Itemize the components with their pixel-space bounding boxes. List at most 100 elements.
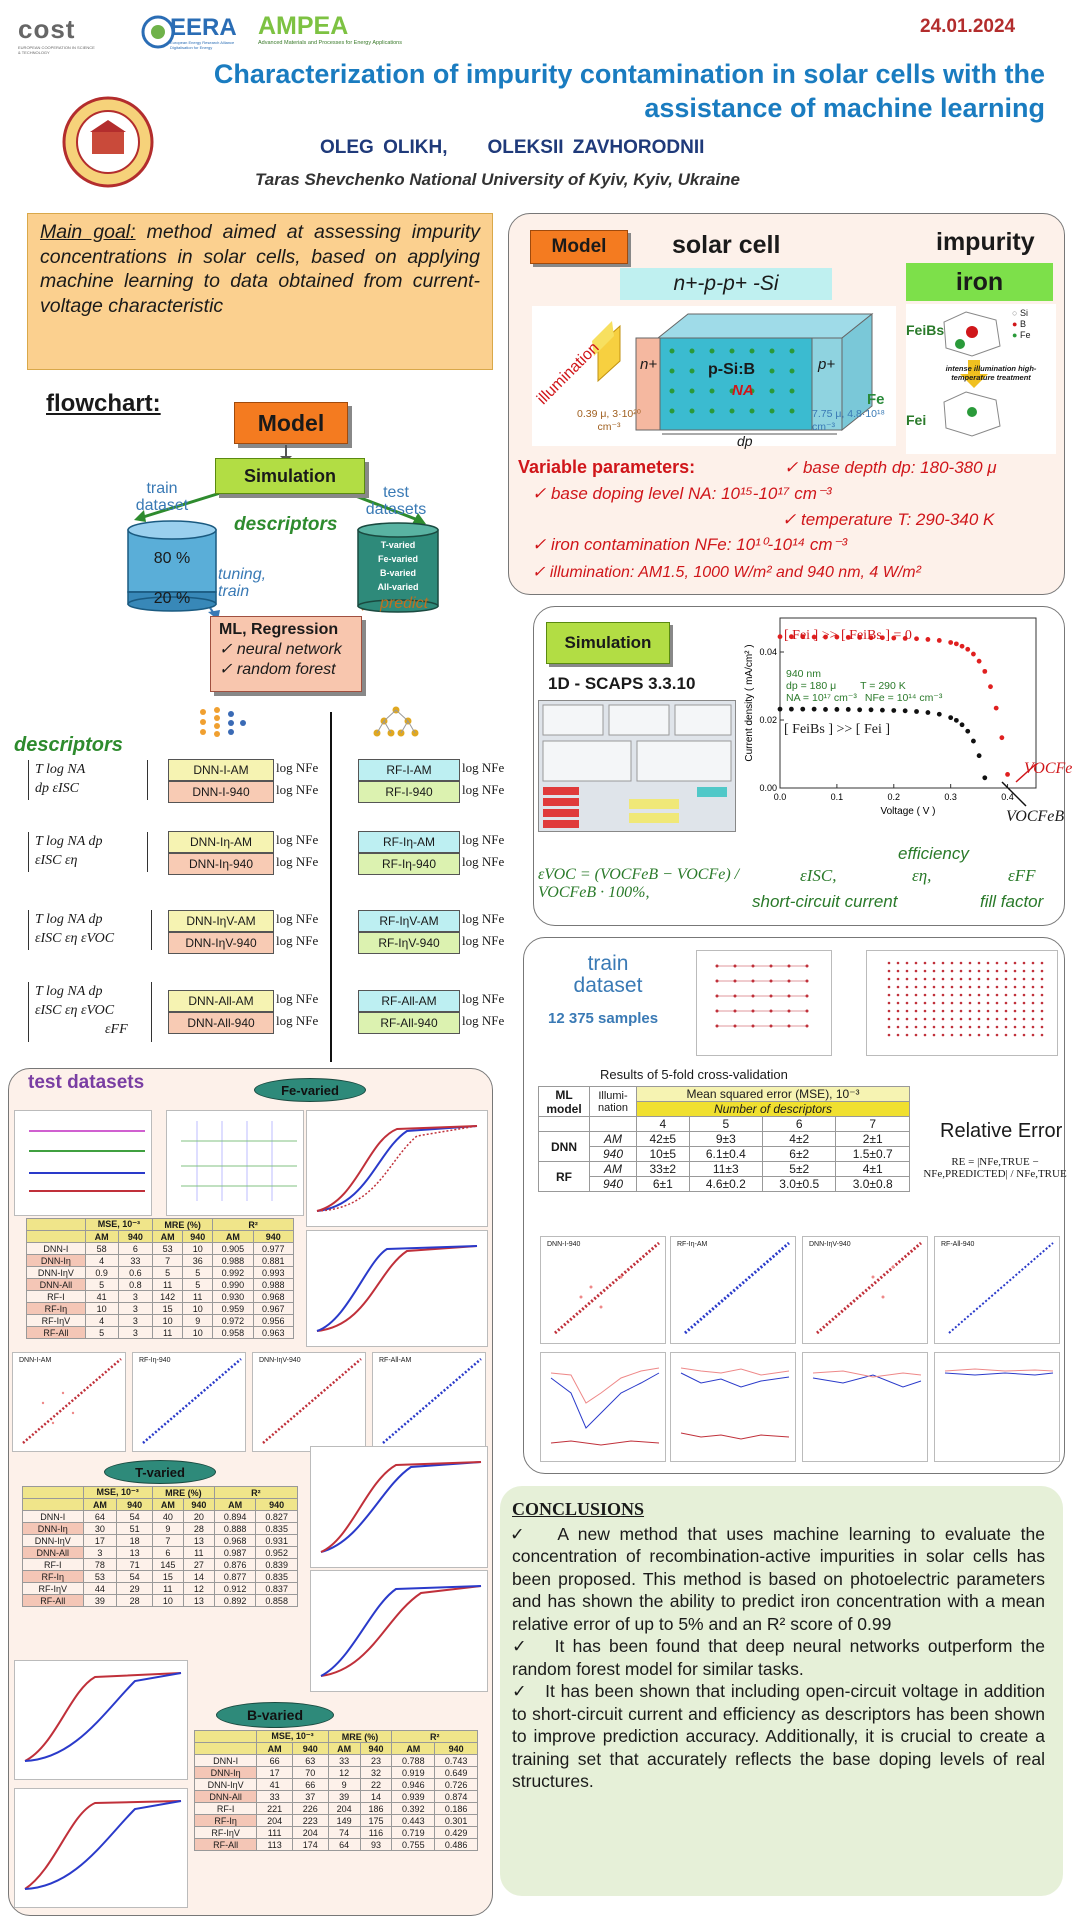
main-goal-text: method aimed at assessing impurity conce… (40, 221, 480, 317)
model-dnn-i-940: DNN-I-940 (168, 781, 274, 803)
model-rf-i-940: RF-I-940 (358, 781, 460, 803)
output-lognfe: log NFe (462, 854, 505, 869)
model-rf-ietav-940: RF-IηV-940 (358, 932, 460, 954)
data-point (925, 637, 931, 642)
fe-param-plot-1 (14, 1110, 152, 1216)
voc-feb-arrow (1001, 781, 1027, 807)
data-point (971, 651, 976, 657)
output-lognfe: log NFe (276, 760, 319, 775)
test-fe-varied: Fe-varied (377, 554, 419, 564)
data-point (777, 706, 783, 712)
conclusions-title: CONCLUSIONS (512, 1499, 645, 1519)
data-point (834, 707, 840, 712)
fe-scatter-1: DNN-I-AM (12, 1352, 126, 1452)
tuning-train-label: tuning, train (218, 566, 267, 600)
eeta-label: εη, (912, 866, 932, 885)
variable-params-title: Variable parameters: (518, 457, 696, 477)
model-rf-ietav-am: RF-IηV-AM (358, 910, 460, 932)
data-point (982, 668, 988, 674)
data-point (868, 707, 874, 713)
output-lognfe: log NFe (462, 911, 505, 926)
train-re-plot-4 (934, 1352, 1060, 1462)
fe-varied-tag: Fe-varied (254, 1078, 366, 1102)
samples-label: 12 375 samples (548, 1010, 659, 1027)
ml-regression-box: ML, Regression ✓ neural network ✓ random… (210, 616, 362, 692)
data-point (993, 705, 999, 711)
x-axis-label: Voltage ( V ) (880, 806, 935, 817)
y-tick-label: 0.02 (759, 715, 777, 725)
data-point (982, 775, 988, 781)
x-tick-label: 0.2 (888, 792, 901, 802)
eff-label: εFF (1008, 866, 1036, 885)
fe-scatter-4: RF-All-AM (372, 1352, 486, 1452)
right-dim: 7.75 μ, 4.8·10¹⁸ cm⁻³ (812, 408, 885, 433)
model-rf-all-940: RF-All-940 (358, 1012, 460, 1034)
affiliation: Taras Shevchenko National University of … (255, 170, 741, 189)
data-point (914, 709, 919, 714)
data-point (788, 706, 794, 712)
train-scatter-3: DNN-IηV-940 (802, 1236, 928, 1344)
param-temperature: ✓ temperature T: 290-340 K (782, 510, 995, 529)
data-point (823, 634, 828, 640)
data-point (857, 634, 863, 640)
main-goal-box: Main goal: method aimed at assessing imp… (27, 213, 493, 370)
main-goal-lead: Main goal: (40, 221, 136, 243)
data-point (811, 706, 817, 712)
conclusion-item: ✓ A new method that uses machine learnin… (510, 1523, 1045, 1634)
poster-title: Characterization of impurity contaminati… (213, 59, 1045, 123)
simulation-tag: Simulation (546, 622, 670, 664)
test-all-varied: All-varied (377, 582, 419, 592)
t-cdf-plot-2 (310, 1570, 488, 1692)
y-axis-label: Current density ( mA/cm² ) (744, 644, 755, 761)
data-point (891, 635, 897, 641)
data-point (823, 707, 828, 712)
data-point (880, 707, 885, 713)
param-base-depth: ✓ base depth dp: 180-380 μ (784, 458, 997, 477)
scaps-screenshot (538, 700, 736, 832)
data-point (834, 634, 840, 640)
ampea-logo: AMPEA Advanced Materials and Processes f… (258, 12, 402, 46)
predict-label: predict (380, 595, 429, 612)
conclusion-item: ✓ It has been shown that including open-… (512, 1681, 1046, 1791)
data-point (988, 684, 993, 690)
scaps-label: 1D - SCAPS 3.3.10 (548, 674, 696, 693)
train-dataset-label: train dataset (135, 480, 189, 514)
voc-fe-arrow (1015, 763, 1037, 783)
x-tick-label: 0.3 (944, 792, 957, 802)
efficiency-label: efficiency (898, 844, 969, 863)
data-point (891, 708, 897, 713)
descriptor-divider (330, 712, 332, 1062)
fe-cdf-plot-2 (306, 1230, 488, 1347)
model-dnn-all-am: DNN-All-AM (168, 990, 274, 1012)
impurity-diagram: FeiBs Fei ○ Si ● B ● Fe intense illumina… (906, 304, 1056, 454)
model-rf-all-am: RF-All-AM (358, 990, 460, 1012)
model-dnn-ieta-am: DNN-Iη-AM (168, 831, 274, 853)
test-b-varied: B-varied (379, 568, 416, 578)
flow-model-box: Model (234, 402, 348, 444)
conclusions-panel: CONCLUSIONS ✓ A new method that uses mac… (500, 1486, 1063, 1896)
data-point (971, 738, 976, 744)
b-cdf-plot-1 (14, 1660, 188, 1780)
conclusion-item: ✓ It has been found that deep neural net… (512, 1636, 1046, 1679)
param-illumination: ✓ illumination: AM1.5, 1000 W/m² and 940… (532, 564, 921, 581)
train-scatter-2: RF-Iη-AM (670, 1236, 796, 1344)
t-varied-tag: T-varied (104, 1460, 216, 1484)
eera-logo: EERA European Energy Research Alliance D… (140, 12, 237, 54)
train-re-plot-3 (802, 1352, 928, 1462)
feb-label: [ FeiBs ] >> [ Fei ] (784, 722, 891, 737)
model-dnn-ieta-940: DNN-Iη-940 (168, 853, 274, 875)
x-tick-label: 0.4 (1001, 792, 1014, 802)
output-lognfe: log NFe (462, 832, 505, 847)
data-point (857, 707, 863, 713)
data-point (936, 638, 942, 643)
test-datasets-title: test datasets (28, 1072, 145, 1093)
fe-scatter-3: DNN-IηV-940 (252, 1352, 366, 1452)
relative-error-title: Relative Error (940, 1120, 1063, 1142)
plot-area (779, 617, 1037, 789)
data-point (845, 707, 851, 712)
